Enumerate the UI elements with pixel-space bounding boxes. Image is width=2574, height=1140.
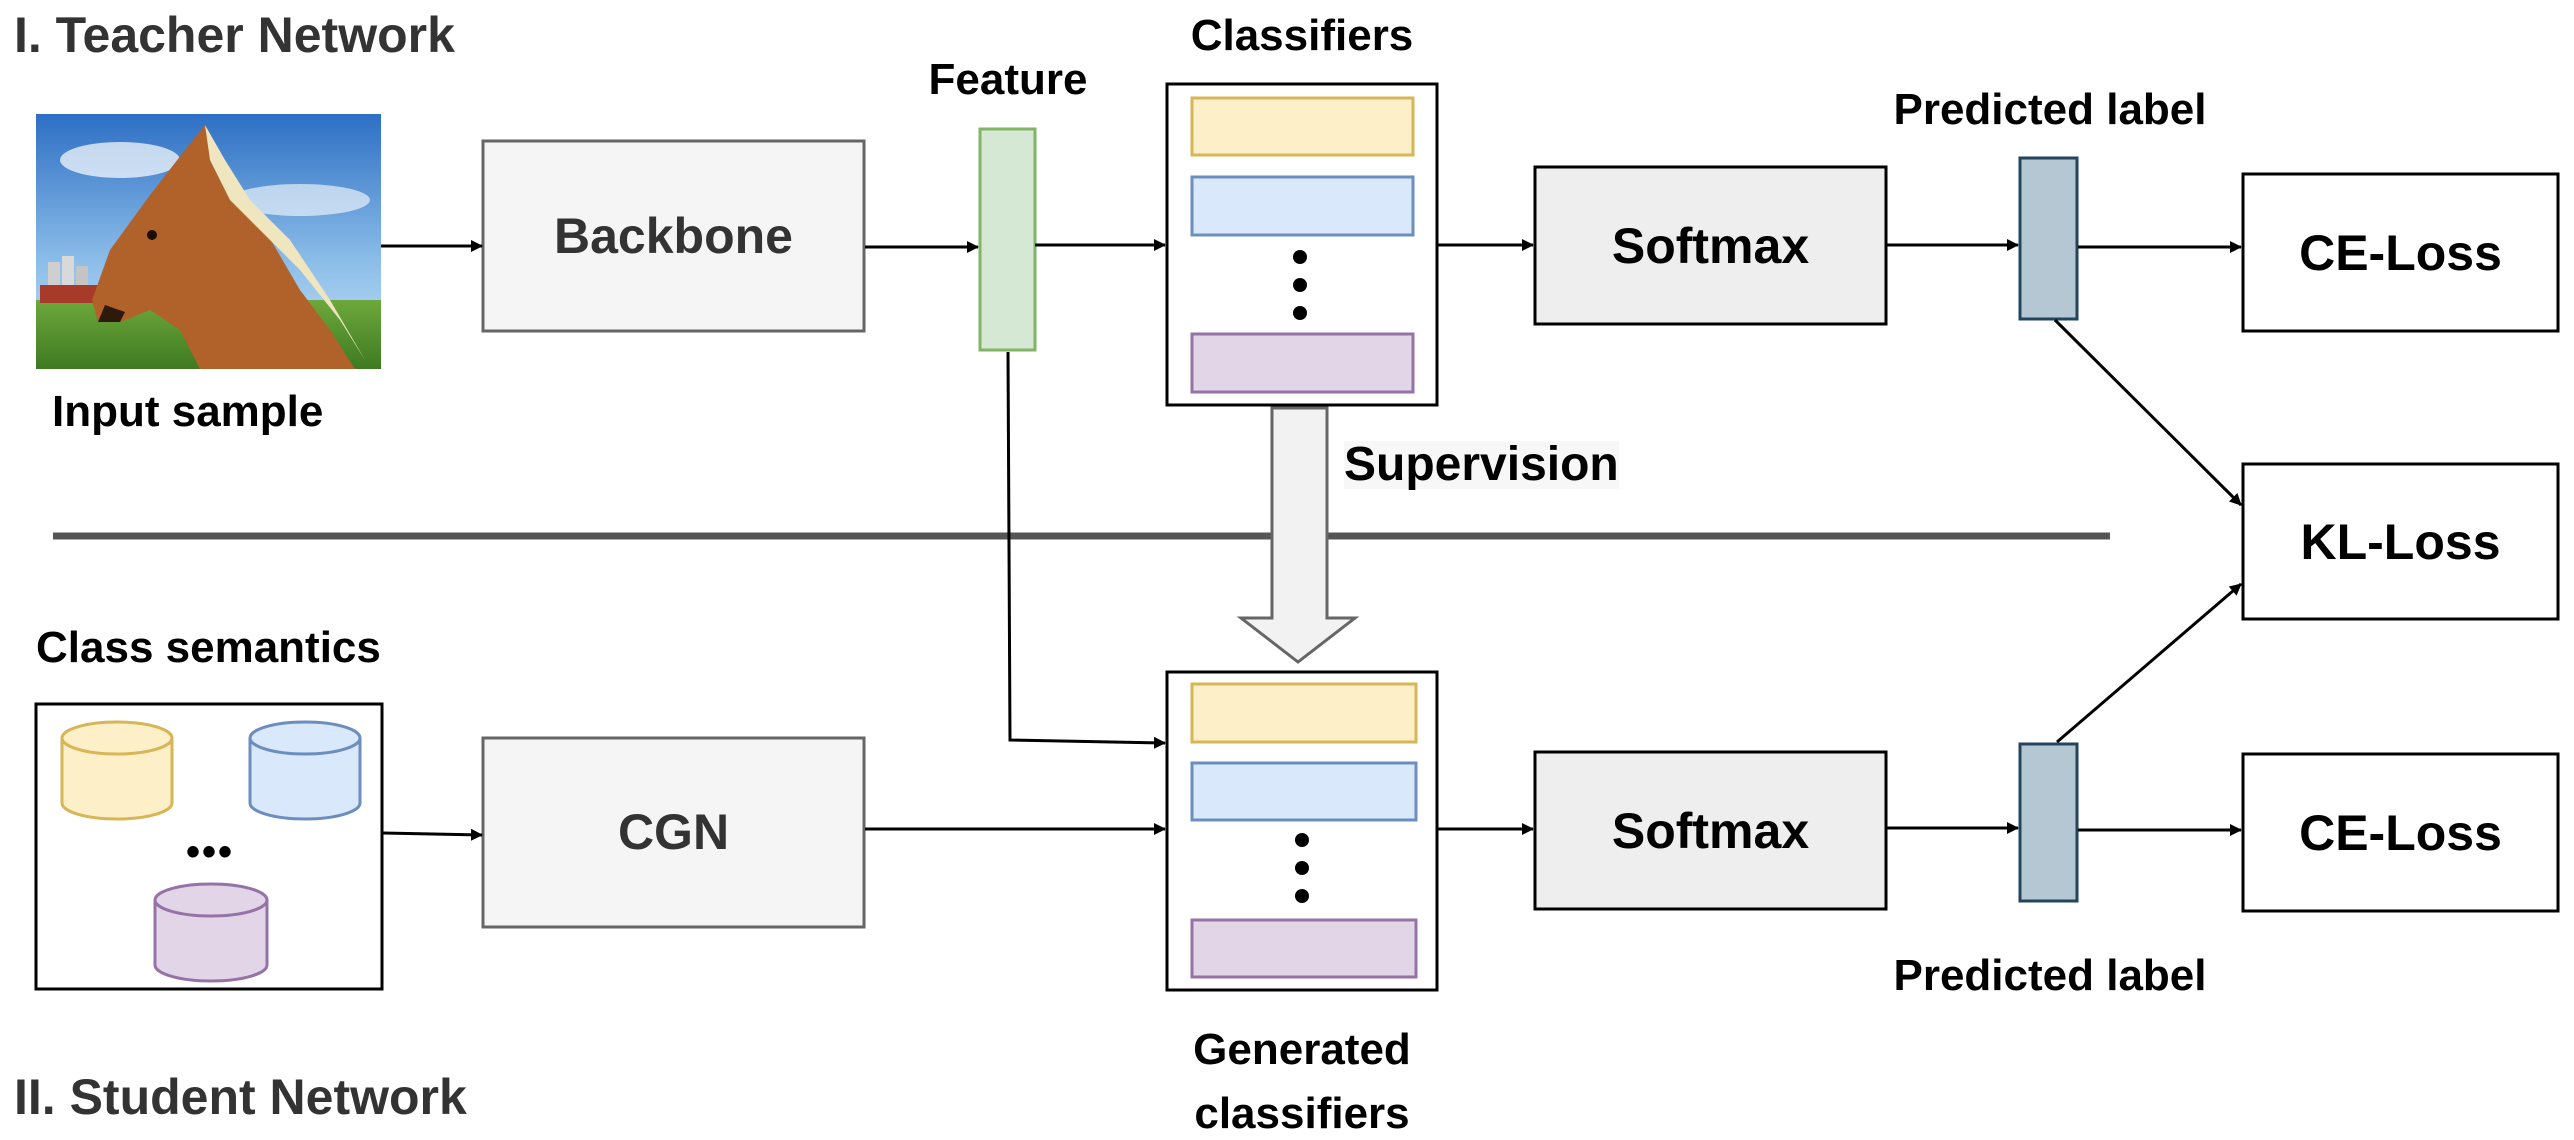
teacher-arrows [381, 239, 2243, 749]
softmax-box [1533, 165, 1888, 326]
classifier-purple [1190, 332, 1415, 394]
supervision-label: Supervision [1344, 438, 1619, 491]
student-predicted-label-text: Predicted label [1893, 951, 2207, 1000]
classifier-blue [1190, 175, 1415, 237]
class-semantics-label: Class semantics [36, 623, 381, 672]
classifier-yellow [1190, 96, 1415, 157]
semantics-ellipsis: ••• [185, 830, 234, 874]
student-network-title: II. Student Network [14, 1069, 467, 1125]
supervision-arrow [1236, 406, 1360, 664]
student-softmax-box [1533, 750, 1888, 911]
generated-classifier-yellow [1190, 682, 1418, 744]
predicted-label-bar [2018, 156, 2079, 321]
softmax-label: Softmax [1611, 218, 1810, 274]
classifier-dot [1293, 306, 1307, 320]
student-ce-loss-label: CE-Loss [2299, 805, 2502, 861]
ce-loss-label: CE-Loss [2299, 225, 2502, 281]
generated-classifier-dot [1295, 889, 1309, 903]
ce-loss-box [2241, 172, 2560, 333]
student-softmax-label: Softmax [1611, 803, 1810, 859]
backbone-label: Backbone [554, 208, 793, 264]
input-sample-image [36, 114, 381, 369]
input-sample-label: Input sample [52, 387, 324, 436]
student-arrows [382, 582, 2242, 841]
predicted-label-text: Predicted label [1893, 85, 2207, 134]
kl-loss-label: KL-Loss [2300, 514, 2501, 570]
classifiers-label: Classifiers [1190, 11, 1414, 60]
generated-classifier-dot [1295, 861, 1309, 875]
generated-classifiers-label: Generated classifiers [1193, 1025, 1411, 1138]
semantic-cylinder-blue [248, 720, 362, 821]
kl-loss-box [2241, 462, 2560, 621]
classifier-dot [1293, 250, 1307, 264]
classifier-dot [1293, 278, 1307, 292]
generated-classifier-blue [1190, 761, 1418, 822]
semantic-cylinder-purple [153, 882, 269, 983]
feature-vector [978, 127, 1037, 352]
semantic-cylinder-yellow [60, 720, 174, 821]
generated-classifier-purple [1190, 918, 1418, 979]
generated-classifier-dot [1295, 833, 1309, 847]
feature-label: Feature [928, 55, 1088, 104]
student-ce-loss-box [2241, 752, 2560, 913]
student-predicted-label-bar [2018, 742, 2079, 903]
teacher-network-title: I. Teacher Network [14, 7, 455, 63]
cgn-label: CGN [617, 804, 730, 860]
backbone-box [481, 139, 866, 333]
cgn-box [481, 736, 866, 929]
